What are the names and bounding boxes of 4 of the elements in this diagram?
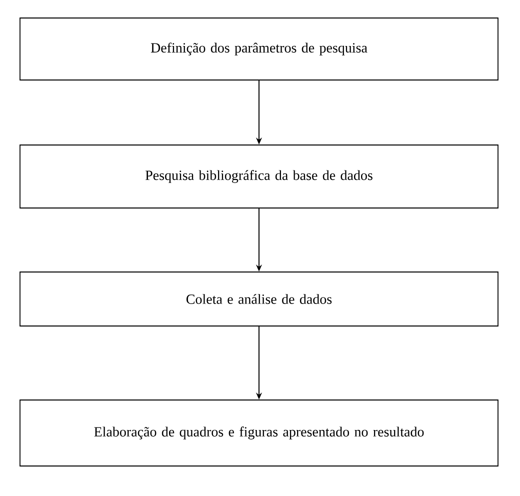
process-box: Definição dos parâmetros de pesquisa bbox=[20, 18, 498, 80]
process-box: Elaboração de quadros e figuras apresentado no resultado bbox=[20, 400, 498, 466]
process-box: Coleta e análise de dados bbox=[20, 272, 498, 326]
process-box: Pesquisa bibliográfica da base de dados bbox=[20, 144, 498, 208]
